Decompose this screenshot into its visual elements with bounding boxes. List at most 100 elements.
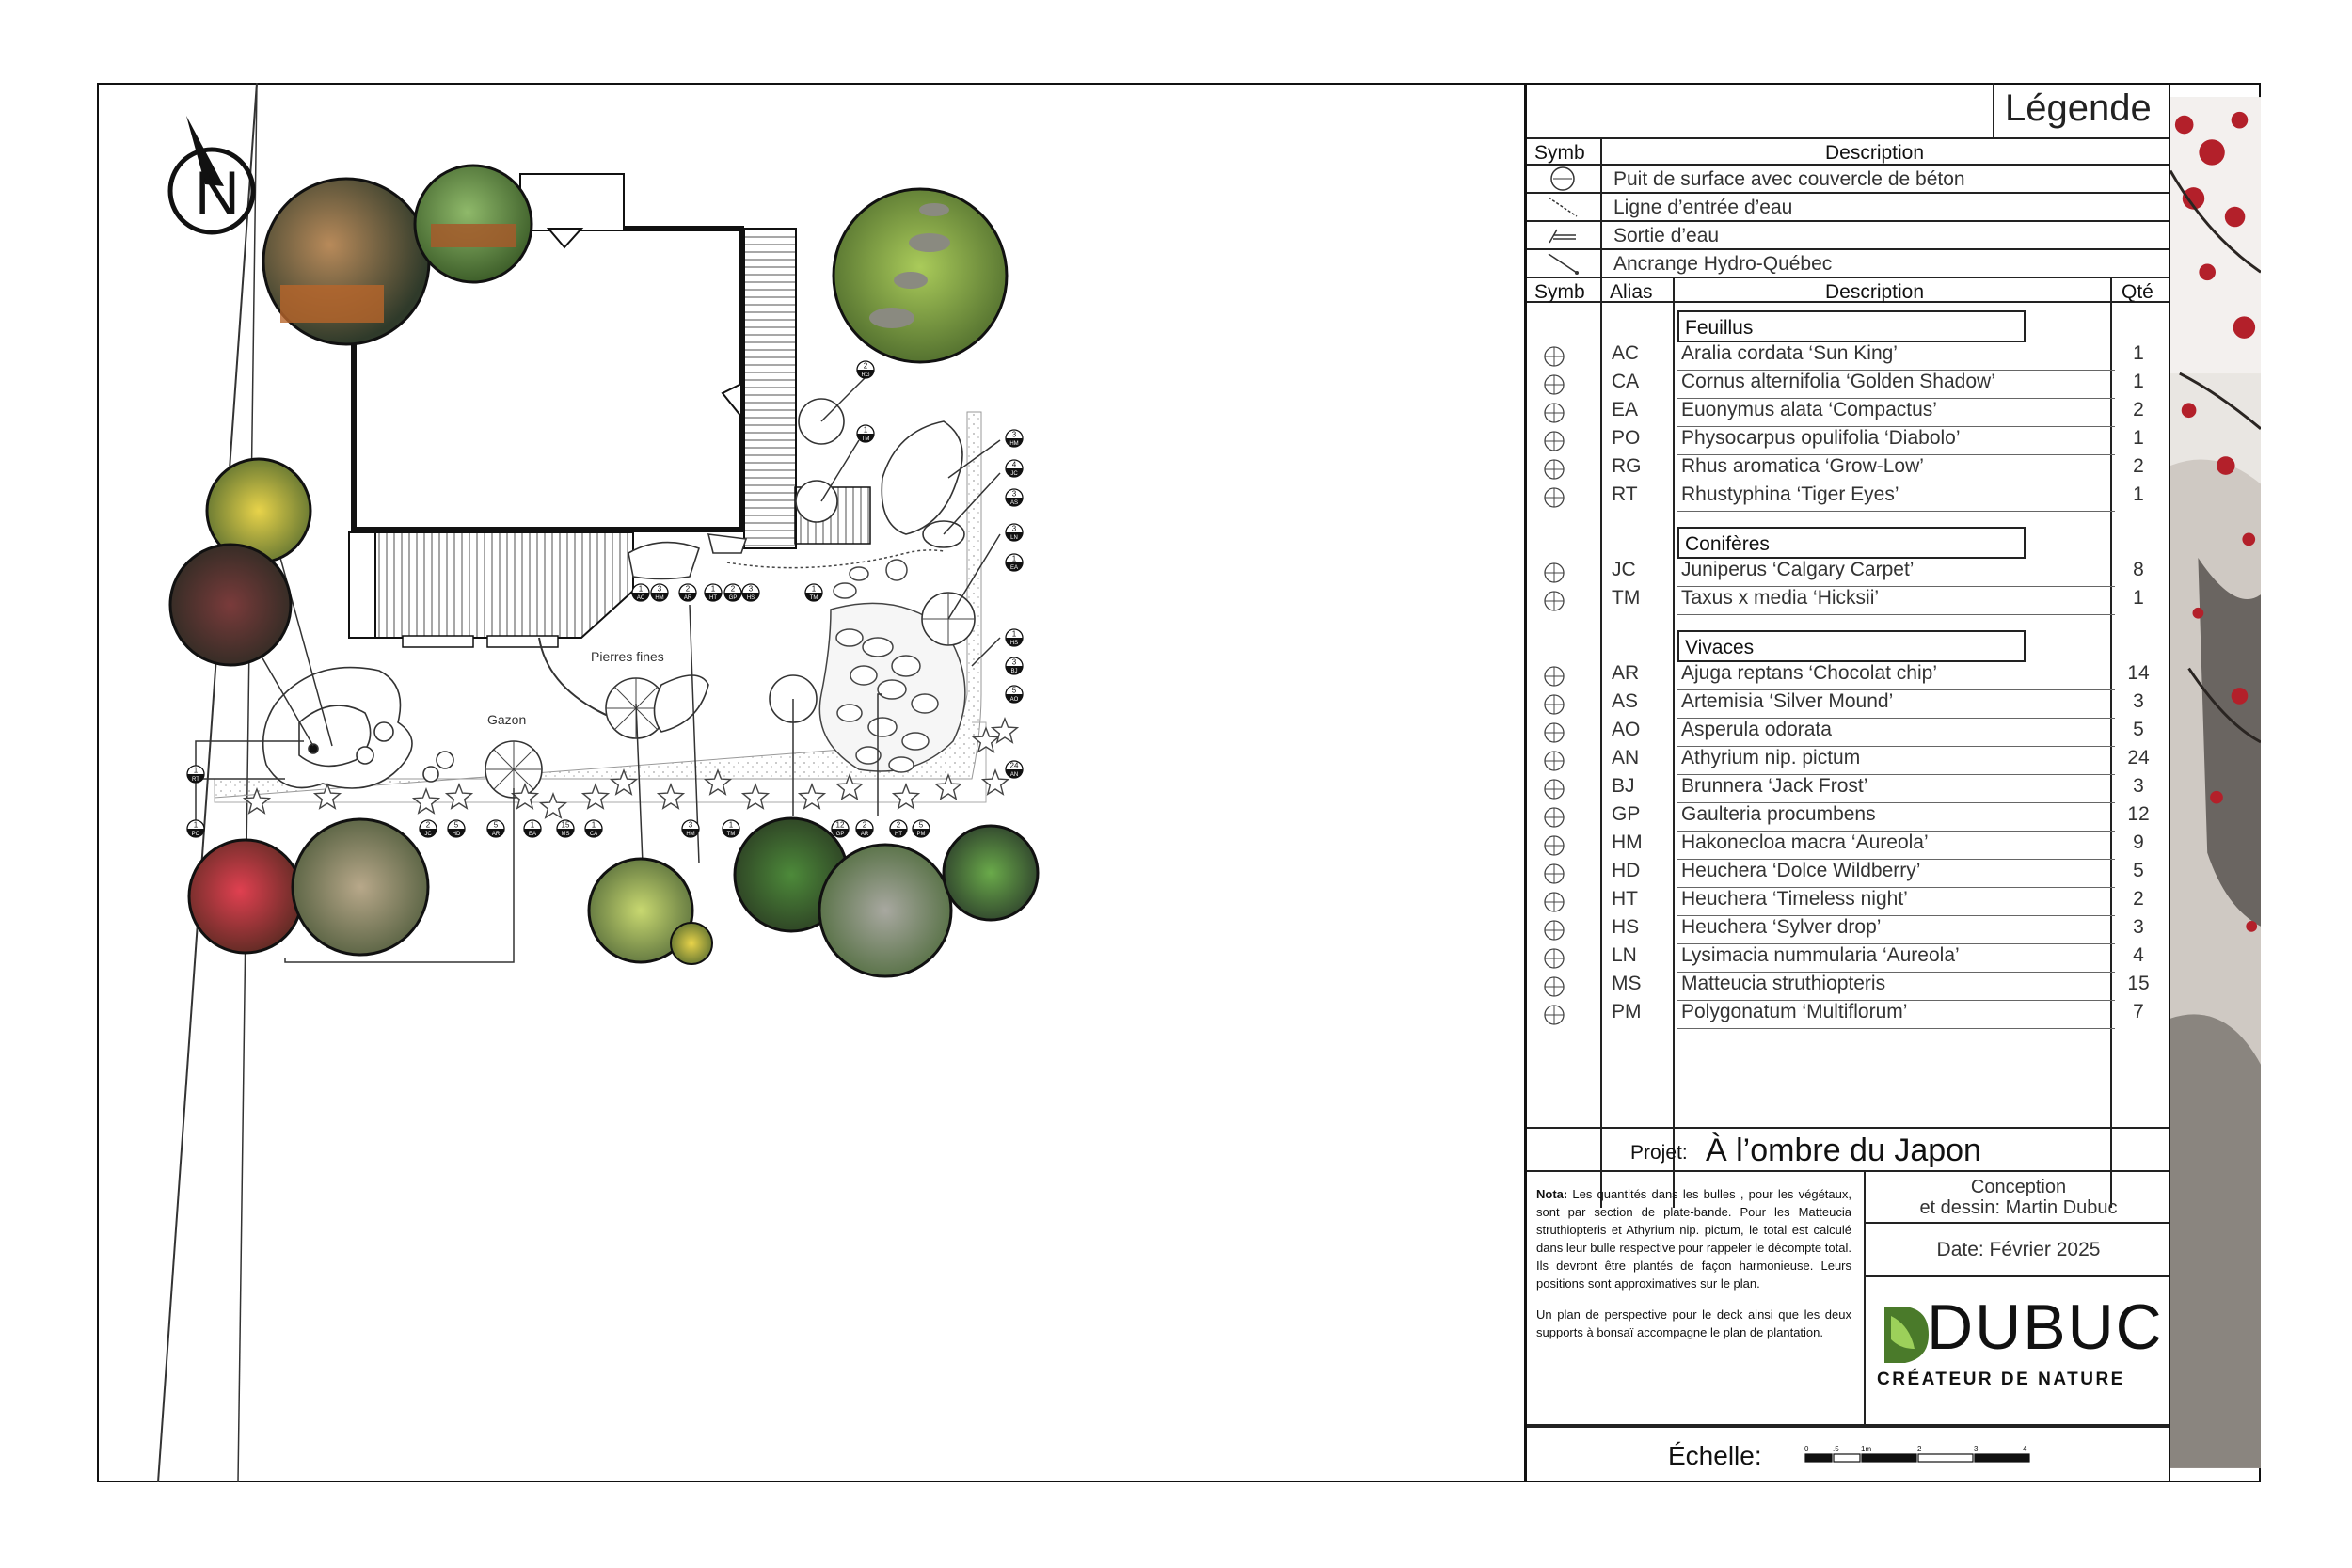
plant-alias: JC [1612,559,1636,580]
plant-alias: AN [1612,747,1640,768]
fern-icon [411,787,441,815]
qty-bubble: 2AR [855,819,874,838]
svg-text:HM: HM [655,595,663,601]
note-text-2: Un plan de perspective pour le deck ains… [1536,1307,1851,1339]
plant-name: Athyrium nip. pictum [1681,747,1861,768]
plant-qty: 1 [2133,342,2144,364]
svg-text:5: 5 [1012,687,1017,695]
svg-text:4: 4 [1012,461,1017,469]
category-1: Conifères [1677,527,2026,559]
photo-purple-shrub [168,543,293,667]
brand-tagline: CRÉATEUR DE NATURE [1877,1370,2125,1389]
plant-symbols [262,398,976,799]
fern-icon [510,783,540,810]
date-text: Date: Février 2025 [1866,1224,2171,1277]
scale-label: Échelle: [1668,1441,1762,1470]
plant-qty: 7 [2133,1001,2144,1022]
plant-qty: 2 [2133,399,2144,420]
plant-symbol-icon [1544,920,1565,941]
qty-bubble: 2JC [419,819,437,838]
legend-panel: Légende Symb Description Puit de surface… [1524,83,2171,1482]
note-block: Nota: Les quantités dans les bulles , po… [1536,1185,1851,1341]
plant-qty: 3 [2133,690,2144,712]
deck [348,228,871,648]
plant-qty: 3 [2133,775,2144,797]
svg-text:HT: HT [895,832,902,837]
water-line-icon [1548,197,1578,217]
svg-text:RG: RG [862,372,870,378]
category-2: Vivaces [1677,630,2026,662]
svg-text:3: 3 [1012,658,1017,667]
plant-name: Heuchera ‘Sylver drop’ [1681,916,1882,938]
svg-text:1: 1 [531,821,535,830]
svg-text:AR: AR [684,595,692,601]
plant-name: Ajuga reptans ‘Chocolat chip’ [1681,662,1937,684]
qty-bubble: 2AR [678,583,697,602]
fern-icon [580,783,611,810]
qty-bubble: 5HD [447,819,466,838]
plant-alias: AR [1612,662,1640,684]
svg-text:PM: PM [917,832,926,837]
plant-alias: HS [1612,916,1640,938]
plant-symbol-icon [1544,948,1565,969]
svg-text:1: 1 [194,821,199,830]
svg-text:BJ: BJ [1010,669,1017,674]
plant-symbol-icon [1544,863,1565,884]
infra-header-symb: Symb [1534,142,1585,164]
fern-icon [703,768,733,796]
svg-text:3: 3 [1012,490,1017,499]
qty-bubble: 1TM [722,819,740,838]
plant-symbol-icon [1544,459,1565,480]
plant-symbol-icon [1544,976,1565,997]
fern-icon [834,773,865,800]
qty-bubble: 2HT [889,819,908,838]
svg-text:1: 1 [812,585,817,594]
svg-text:EA: EA [1010,565,1018,571]
plant-symbol-icon [1544,487,1565,508]
svg-text:1: 1 [194,767,199,775]
plant-alias: LN [1612,944,1637,966]
infra-label: Puit de surface avec couvercle de béton [1613,168,1965,190]
plants-header-row: Symb Alias Description Qté [1527,277,2169,303]
plant-name: Taxus x media ‘Hicksii’ [1681,587,1880,609]
fern-icon [242,787,272,815]
plant-symbol-icon [1544,722,1565,743]
plants-header-symb: Symb [1534,281,1585,303]
plant-name: Aralia cordata ‘Sun King’ [1681,342,1898,364]
photo-red-shrub [187,838,304,955]
photo-fern [942,824,1040,922]
svg-text:AR: AR [861,832,869,837]
notes-credits-row: Nota: Les quantités dans les bulles , po… [1527,1172,2171,1426]
scale-tick: .5 [1833,1445,1839,1453]
svg-text:MS: MS [562,832,570,837]
qty-bubble: 1HS [1005,628,1024,647]
plants-header-description: Description [1825,281,1925,303]
plant-symbol-icon [1544,835,1565,856]
design-line-2: et dessin: Martin Dubuc [1919,1197,2118,1218]
svg-text:1: 1 [1012,555,1017,563]
infra-row: Ancrange Hydro-Québec [1527,250,2169,278]
plant-name: Artemisia ‘Silver Mound’ [1681,690,1894,712]
plant-name: Heuchera ‘Dolce Wildberry’ [1681,860,1921,881]
plant-name: Brunnera ‘Jack Frost’ [1681,775,1868,797]
qty-bubble: 1AC [631,583,650,602]
fern-icon [980,768,1010,796]
svg-text:HM: HM [1009,441,1018,447]
plant-name: Polygonatum ‘Multiflorum’ [1681,1001,1908,1022]
svg-text:1: 1 [711,585,716,594]
plant-symbol-icon [1544,694,1565,715]
fern-icon [891,783,921,810]
svg-text:JC: JC [424,832,432,837]
svg-text:2: 2 [863,821,867,830]
plant-qty: 3 [2133,916,2144,938]
